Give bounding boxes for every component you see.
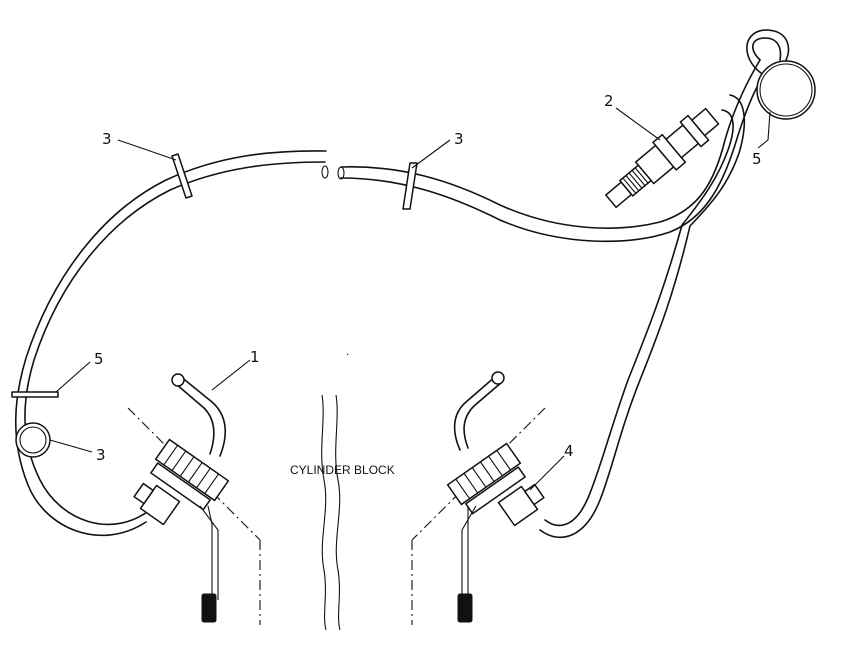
tube-strap-right <box>402 162 418 210</box>
callout-3-left: 3 <box>96 446 106 464</box>
cylinder-block-dot: . <box>346 344 349 358</box>
tube-right-branch <box>539 94 746 539</box>
tube-left-section <box>14 150 329 537</box>
clamp-ring-left <box>15 422 51 458</box>
callout-3-top-left: 3 <box>102 130 112 148</box>
cylinder-block-label: CYLINDER BLOCK <box>290 463 395 477</box>
cylinder-block-wall <box>321 394 341 631</box>
tube-right-section <box>337 59 765 243</box>
callout-2: 2 <box>604 92 614 110</box>
callout-1: 1 <box>250 348 260 366</box>
tube-strap-left <box>171 153 193 199</box>
right-mount-assembly <box>411 371 546 625</box>
callout-3-top-right: 3 <box>454 130 464 148</box>
left-mount-assembly <box>127 373 261 625</box>
callout-5-left: 5 <box>94 350 104 368</box>
tube-top-loop <box>746 29 790 76</box>
clamp-ring-top-right <box>756 60 816 120</box>
valve-fitting <box>605 107 720 209</box>
tube-strap-lower-left <box>11 391 59 398</box>
callout-leaders <box>49 107 771 491</box>
callout-4: 4 <box>564 442 574 460</box>
callout-5-top-right: 5 <box>752 150 762 168</box>
